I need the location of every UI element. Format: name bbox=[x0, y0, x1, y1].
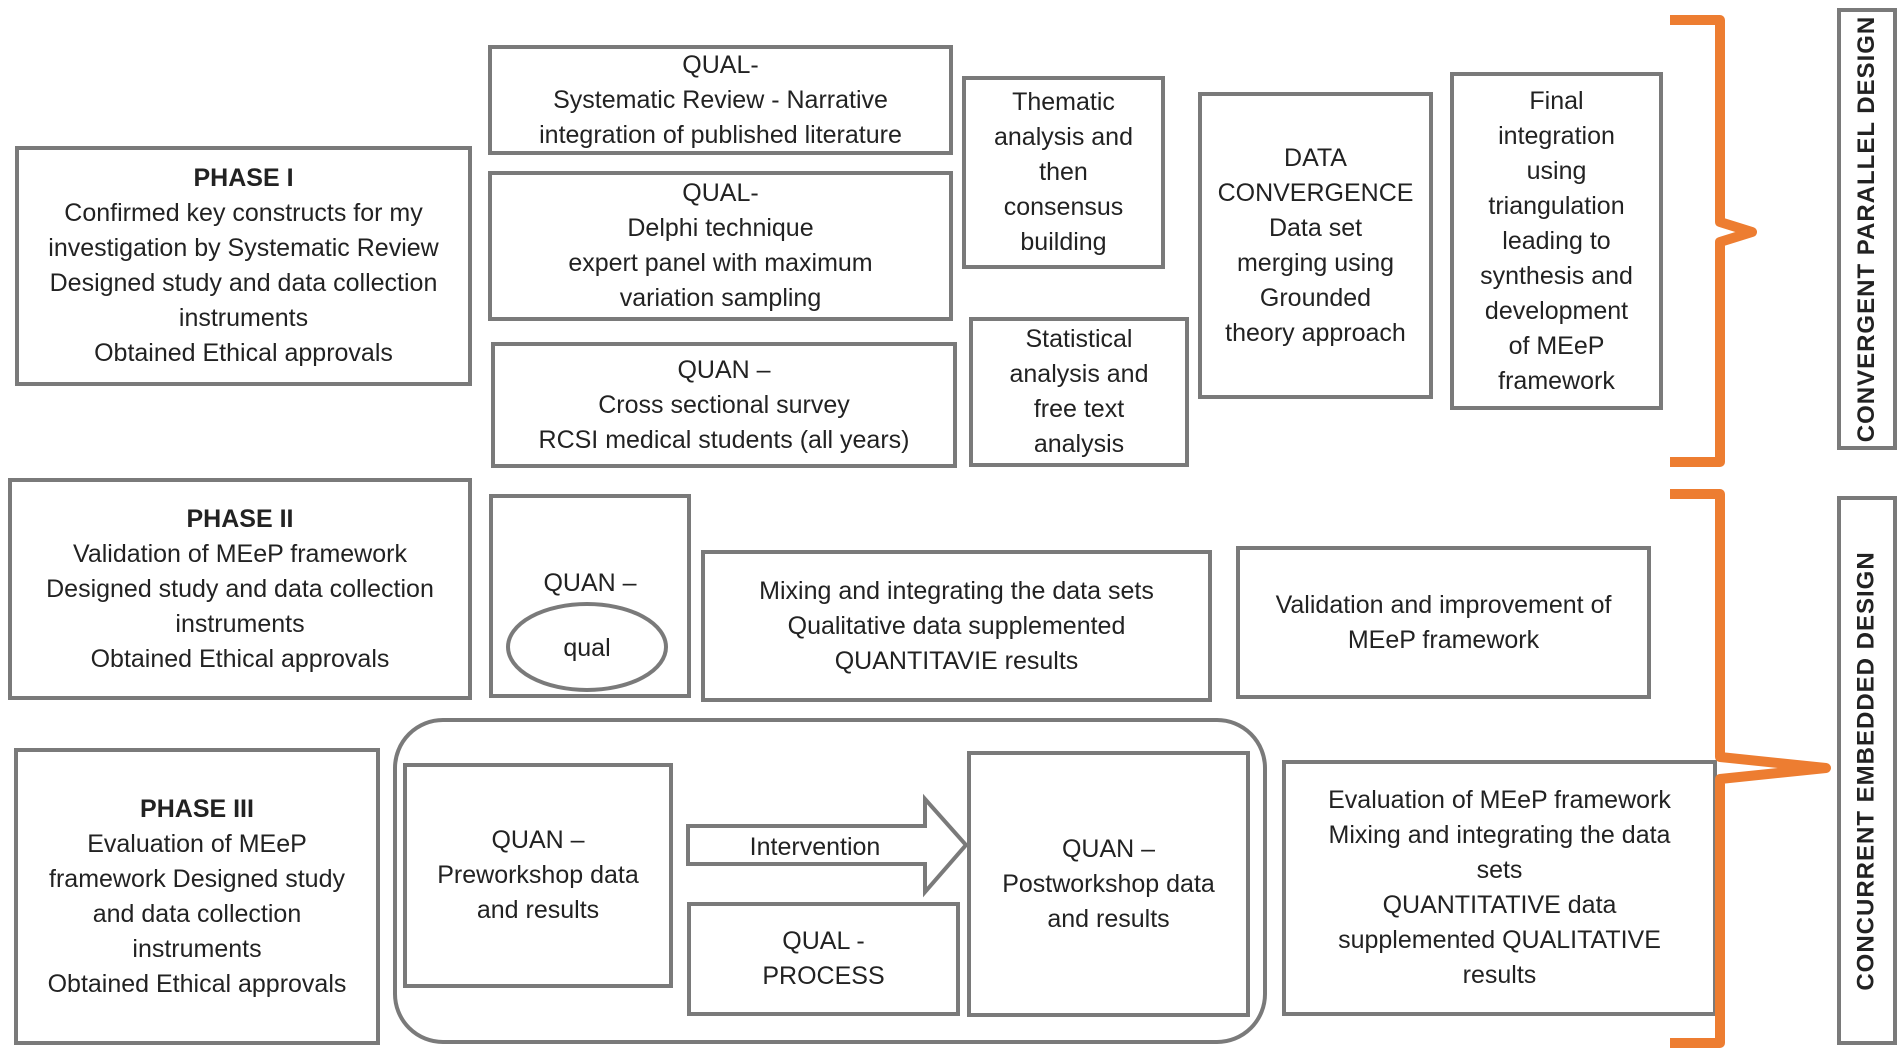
qual-review-line: integration of published literature bbox=[539, 120, 902, 149]
phase-1-title: PHASE I bbox=[193, 164, 294, 192]
evaluation-line: Evaluation of MEeP framework bbox=[1328, 786, 1671, 814]
convergence-line: Data set bbox=[1268, 213, 1363, 242]
post-line: and results bbox=[1047, 904, 1170, 933]
qual-systematic-review-box: QUAL- Systematic Review - Narrative inte… bbox=[488, 45, 953, 155]
qual-delphi-line: QUAL- bbox=[682, 179, 759, 207]
phase-3-line: Obtained Ethical approvals bbox=[47, 969, 347, 998]
final-integration-box: Final integration using triangulation le… bbox=[1450, 72, 1663, 410]
statistical-line: free text bbox=[1033, 395, 1125, 423]
convergence-line: Grounded bbox=[1259, 283, 1372, 312]
intervention-label: Intervention bbox=[750, 833, 881, 861]
phase-3-line: and data collection bbox=[92, 899, 302, 928]
evaluation-framework-box: Evaluation of MEeP framework Mixing and … bbox=[1282, 760, 1717, 1016]
final-line: framework bbox=[1498, 366, 1615, 395]
qual-delphi-box: QUAL- Delphi technique expert panel with… bbox=[488, 171, 953, 321]
phase-1-line: instruments bbox=[178, 304, 309, 332]
statistical-line: Statistical bbox=[1025, 325, 1133, 353]
final-line: integration bbox=[1498, 121, 1615, 150]
phase-3-line: instruments bbox=[132, 934, 262, 963]
phase-3-line: framework Designed study bbox=[49, 864, 345, 893]
qual-delphi-line: Delphi technique bbox=[627, 214, 814, 242]
concurrent-embedded-design-label-box: CONCURRENT EMBEDDED DESIGN bbox=[1837, 496, 1897, 1045]
mixing-line: QUANTITAVIE results bbox=[834, 646, 1079, 675]
statistical-line: analysis bbox=[1033, 430, 1125, 458]
phase-1-line: Designed study and data collection bbox=[49, 269, 438, 297]
qual-review-line: Systematic Review - Narrative bbox=[553, 85, 888, 114]
embedded-bracket bbox=[1670, 489, 1831, 1048]
post-line: Postworkshop data bbox=[1002, 869, 1215, 898]
final-line: using bbox=[1526, 156, 1587, 185]
final-line: of MEeP bbox=[1508, 331, 1605, 360]
final-line: synthesis and bbox=[1480, 261, 1633, 290]
phase-1-line: Obtained Ethical approvals bbox=[94, 339, 393, 367]
thematic-line: analysis and bbox=[994, 123, 1133, 151]
convergence-line: merging using bbox=[1236, 248, 1395, 277]
quan-survey-line: QUAN – bbox=[677, 355, 771, 384]
qual-delphi-line: variation sampling bbox=[619, 284, 822, 312]
quan-survey-line: RCSI medical students (all years) bbox=[538, 425, 910, 454]
quan-survey-line: Cross sectional survey bbox=[598, 390, 850, 419]
quan-postworkshop-box: QUAN – Postworkshop data and results bbox=[967, 751, 1250, 1017]
process-line: PROCESS bbox=[762, 962, 885, 990]
phase-2-line: Validation of MEeP framework bbox=[73, 539, 407, 568]
qual-label: qual bbox=[563, 634, 610, 662]
thematic-line: then bbox=[1039, 158, 1088, 186]
evaluation-line: supplemented QUALITATIVE bbox=[1338, 926, 1661, 954]
evaluation-line: QUANTITATIVE data bbox=[1382, 891, 1617, 919]
phase-2-line: Obtained Ethical approvals bbox=[90, 644, 390, 673]
phase-2-box: PHASE II Validation of MEeP framework De… bbox=[8, 478, 472, 700]
thematic-analysis-box: Thematic analysis and then consensus bui… bbox=[962, 76, 1165, 269]
statistical-line: analysis and bbox=[1009, 360, 1149, 388]
qual-process-box: QUAL - PROCESS bbox=[687, 902, 960, 1016]
quan-label: QUAN – bbox=[543, 569, 637, 597]
convergence-line: CONVERGENCE bbox=[1217, 178, 1414, 207]
final-line: development bbox=[1484, 296, 1629, 325]
final-line: triangulation bbox=[1488, 191, 1625, 220]
qual-review-line: QUAL- bbox=[682, 50, 759, 79]
qual-ellipse bbox=[506, 602, 668, 692]
phase-2-line: Designed study and data collection bbox=[46, 574, 434, 603]
intervention-arrow bbox=[686, 793, 969, 898]
final-line: Final bbox=[1529, 86, 1584, 115]
mixing-line: Qualitative data supplemented bbox=[787, 611, 1126, 640]
pre-line: and results bbox=[476, 896, 600, 924]
thematic-line: consensus bbox=[1003, 193, 1124, 221]
quan-preworkshop-box: QUAN – Preworkshop data and results bbox=[403, 763, 673, 988]
data-convergence-box: DATA CONVERGENCE Data set merging using … bbox=[1198, 92, 1433, 399]
phase-2-title: PHASE II bbox=[186, 504, 294, 533]
final-line: leading to bbox=[1502, 226, 1611, 255]
qual-delphi-line: expert panel with maximum bbox=[568, 249, 873, 277]
validation-improvement-box: Validation and improvement of MEeP frame… bbox=[1236, 546, 1651, 699]
post-line: QUAN – bbox=[1061, 834, 1156, 863]
phase-3-line: Evaluation of MEeP bbox=[87, 829, 307, 858]
pre-line: Preworkshop data bbox=[437, 861, 639, 889]
mixing-line: Mixing and integrating the data sets bbox=[759, 576, 1154, 605]
thematic-line: building bbox=[1020, 228, 1107, 256]
evaluation-line: sets bbox=[1476, 856, 1523, 884]
phase-1-line: investigation by Systematic Review bbox=[48, 234, 439, 262]
quan-survey-box: QUAN – Cross sectional survey RCSI medic… bbox=[491, 342, 957, 468]
phase-3-box: PHASE III Evaluation of MEeP framework D… bbox=[14, 748, 380, 1045]
convergent-parallel-design-label-box: CONVERGENT PARALLEL DESIGN bbox=[1837, 8, 1897, 450]
pre-line: QUAN – bbox=[491, 826, 585, 854]
mixing-integrating-box: Mixing and integrating the data sets Qua… bbox=[701, 550, 1212, 702]
rounded-workshop-group bbox=[393, 718, 1267, 1044]
thematic-line: Thematic bbox=[1012, 88, 1115, 116]
validation-line: MEeP framework bbox=[1347, 625, 1540, 654]
phase-1-box: PHASE I Confirmed key constructs for my … bbox=[15, 146, 472, 386]
process-line: QUAL - bbox=[782, 927, 865, 955]
evaluation-line: Mixing and integrating the data bbox=[1328, 821, 1671, 849]
convergent-bracket bbox=[1670, 15, 1757, 467]
convergence-line: theory approach bbox=[1225, 318, 1406, 347]
phase-1-line: Confirmed key constructs for my bbox=[64, 199, 423, 227]
phase-3-title: PHASE III bbox=[140, 794, 254, 823]
phase-2-line: instruments bbox=[175, 609, 305, 638]
statistical-analysis-box: Statistical analysis and free text analy… bbox=[969, 317, 1189, 467]
convergence-line: DATA bbox=[1284, 143, 1347, 172]
validation-line: Validation and improvement of bbox=[1275, 590, 1612, 619]
evaluation-line: results bbox=[1462, 961, 1537, 989]
